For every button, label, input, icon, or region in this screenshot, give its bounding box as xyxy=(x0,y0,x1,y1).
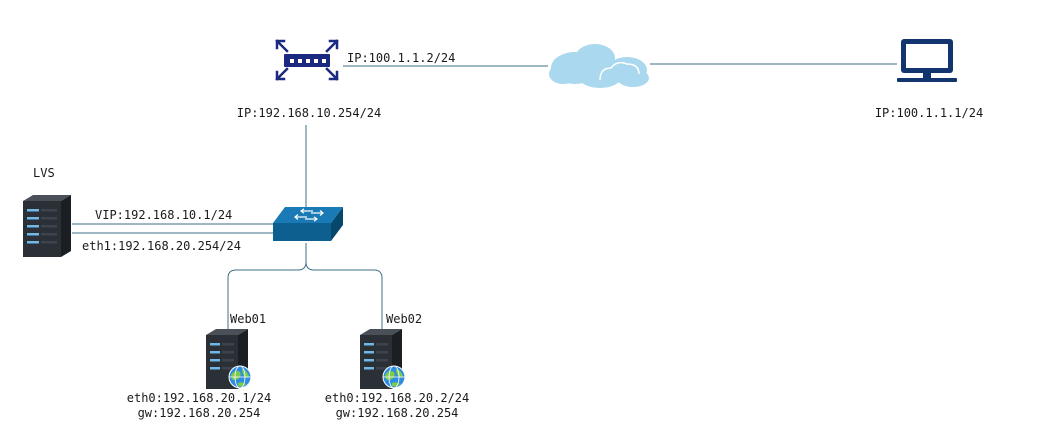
web02-eth0-label: eth0:192.168.20.2/24 xyxy=(324,391,470,405)
router-lan-ip-label: IP:192.168.10.254/24 xyxy=(236,106,382,120)
lvs-vip-label: VIP:192.168.10.1/24 xyxy=(95,208,233,222)
link-switch-web01 xyxy=(227,243,307,330)
router-wan-ip-label: IP:100.1.1.2/24 xyxy=(347,51,456,65)
web01-eth0-label: eth0:192.168.20.1/24 xyxy=(126,391,272,405)
switch-icon xyxy=(273,207,343,241)
web02-name-label: Web02 xyxy=(386,312,423,326)
client-monitor-icon xyxy=(897,39,957,82)
lvs-eth1-label: eth1:192.168.20.254/24 xyxy=(82,239,241,253)
lvs-server-icon xyxy=(23,195,71,257)
lvs-name-label: LVS xyxy=(33,166,55,180)
web02-globe-icon xyxy=(382,365,406,389)
client-ip-label: IP:100.1.1.1/24 xyxy=(874,106,984,120)
link-switch-web02 xyxy=(305,243,383,330)
web01-gw-label: gw:192.168.20.254 xyxy=(137,406,261,420)
web02-server-icon xyxy=(360,329,406,389)
web01-name-label: Web01 xyxy=(230,312,267,326)
web01-server-icon xyxy=(206,329,252,389)
router-icon xyxy=(275,39,339,81)
web01-globe-icon xyxy=(228,365,252,389)
web02-gw-label: gw:192.168.20.254 xyxy=(335,406,459,420)
cloud-icon xyxy=(549,44,649,88)
